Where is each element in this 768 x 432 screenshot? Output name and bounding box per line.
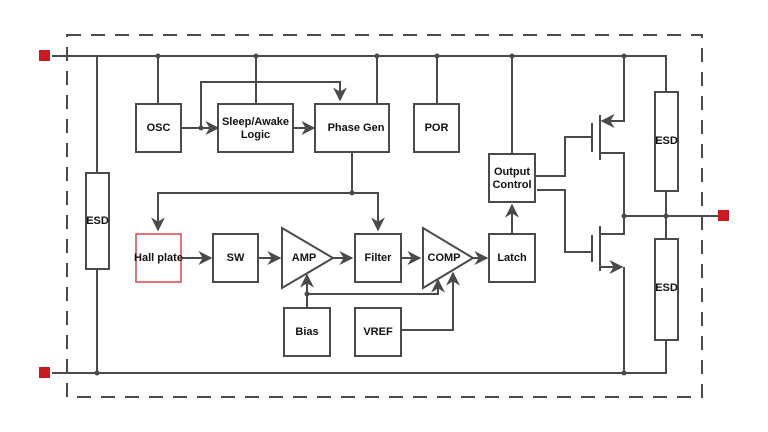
bias-label: Bias (295, 326, 318, 338)
output-control-block (488, 153, 536, 203)
output-control-label-line1: Output (494, 166, 530, 178)
esd-right-top-label: ESD (655, 135, 678, 147)
junction-dot (621, 370, 627, 376)
osc-to-phasegen-arrow (200, 81, 347, 128)
latch-block (488, 233, 536, 283)
junction-dot (155, 53, 161, 59)
nmos-transistor (591, 216, 625, 373)
output-control-label-line2: Control (492, 179, 531, 191)
output-pin (718, 210, 729, 221)
esd-right-bottom-label: ESD (655, 282, 678, 294)
esd-left-block (85, 172, 110, 270)
sw-block (212, 233, 259, 283)
comp-label: COMP (428, 252, 461, 264)
amp-triangle (281, 226, 335, 290)
vref-label: VREF (363, 326, 393, 338)
junction-dot (374, 53, 380, 59)
osc-label: OSC (147, 122, 171, 134)
hall-plate-label: Hall plate (134, 252, 183, 264)
sw-label: SW (227, 252, 245, 264)
phasegen-to-hall-arrow (151, 192, 352, 232)
vdd-rail (52, 55, 667, 92)
osc-block (135, 103, 182, 153)
phasegen-to-filter-arrow (352, 192, 385, 232)
gate-drive-top-wire (535, 136, 592, 177)
bias-to-comp-arrow (307, 278, 445, 295)
esd-left-label: ESD (86, 215, 109, 227)
filter-label: Filter (365, 252, 393, 264)
esd-right-bottom-block (654, 238, 679, 341)
sleep-awake-label-line2: Logic (241, 129, 270, 141)
gnd-rail (52, 340, 667, 374)
vdd-pin (39, 50, 50, 61)
junction-dot (253, 53, 259, 59)
filter-block (354, 233, 402, 283)
vref-to-comp-arrow (401, 271, 460, 331)
bias-block (283, 307, 331, 357)
sleep-awake-logic-block (217, 103, 294, 153)
phase-gen-label: Phase Gen (328, 122, 385, 134)
gnd-pin (39, 367, 50, 378)
latch-label: Latch (497, 252, 527, 264)
por-label: POR (425, 122, 449, 134)
junction-dot (621, 53, 627, 59)
sleep-awake-label-line1: Sleep/Awake (222, 116, 289, 128)
pmos-transistor (591, 56, 625, 216)
junction-dot (509, 53, 515, 59)
gate-drive-bottom-wire (537, 189, 592, 253)
por-block (413, 103, 460, 153)
esd-right-top-block (654, 91, 679, 192)
junction-dot (434, 53, 440, 59)
amp-label: AMP (292, 252, 316, 264)
junction-dot (621, 213, 627, 219)
junction-dot (94, 370, 100, 376)
vref-block (354, 307, 402, 357)
